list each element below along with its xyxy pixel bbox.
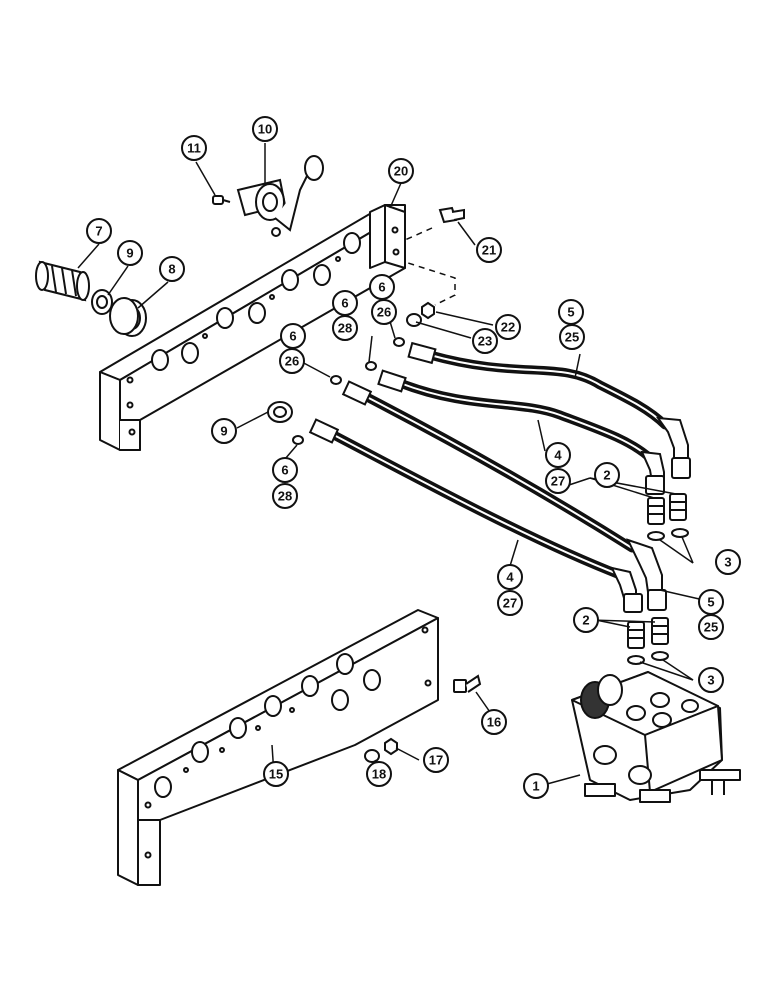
lower-bracket-holes bbox=[144, 626, 432, 859]
washer-lower bbox=[267, 401, 293, 423]
dashed-guide-line bbox=[404, 227, 456, 306]
callout-26-b: 26 bbox=[279, 348, 305, 374]
svg-text:16: 16 bbox=[487, 715, 501, 730]
callout-27-b: 27 bbox=[497, 590, 523, 616]
svg-text:9: 9 bbox=[126, 246, 133, 261]
nut-washer-lower bbox=[364, 737, 398, 763]
callout-27-a: 27 bbox=[545, 468, 571, 494]
coupler-body bbox=[35, 260, 90, 302]
svg-text:7: 7 bbox=[95, 224, 102, 239]
adaptors-lower bbox=[627, 617, 669, 665]
callout-23: 23 bbox=[472, 328, 498, 354]
callout-3-b: 3 bbox=[698, 667, 724, 693]
svg-text:10: 10 bbox=[258, 122, 272, 137]
svg-text:4: 4 bbox=[506, 570, 514, 585]
callout-7: 7 bbox=[86, 218, 112, 244]
svg-text:28: 28 bbox=[278, 489, 292, 504]
svg-text:6: 6 bbox=[378, 280, 385, 295]
callout-4-a: 4 bbox=[545, 442, 571, 468]
callout-2-b: 2 bbox=[573, 607, 599, 633]
small-seals bbox=[292, 337, 405, 445]
svg-text:17: 17 bbox=[429, 753, 443, 768]
svg-text:5: 5 bbox=[707, 595, 714, 610]
callout-3-a: 3 bbox=[715, 549, 741, 575]
callout-15: 15 bbox=[263, 761, 289, 787]
callout-6-b: 6 bbox=[332, 290, 358, 316]
callout-28-b: 28 bbox=[272, 483, 298, 509]
callout-18: 18 bbox=[366, 761, 392, 787]
svg-text:28: 28 bbox=[338, 321, 352, 336]
svg-text:18: 18 bbox=[372, 767, 386, 782]
upper-bracket bbox=[99, 204, 406, 451]
bolt-16 bbox=[453, 674, 482, 693]
svg-text:21: 21 bbox=[482, 243, 496, 258]
callout-10: 10 bbox=[252, 116, 278, 142]
callout-21: 21 bbox=[476, 237, 502, 263]
svg-text:25: 25 bbox=[565, 330, 579, 345]
callout-28-a: 28 bbox=[332, 315, 358, 341]
hose-elbow-fittings bbox=[610, 416, 691, 613]
control-valve bbox=[571, 671, 741, 803]
upper-bracket-holes bbox=[126, 226, 400, 436]
callout-26-a: 26 bbox=[371, 299, 397, 325]
callout-20: 20 bbox=[388, 158, 414, 184]
lower-bracket bbox=[117, 609, 439, 886]
svg-text:3: 3 bbox=[724, 555, 731, 570]
svg-text:25: 25 bbox=[704, 620, 718, 635]
svg-text:8: 8 bbox=[168, 262, 175, 277]
callout-6-a: 6 bbox=[369, 274, 395, 300]
svg-text:23: 23 bbox=[478, 334, 492, 349]
svg-text:2: 2 bbox=[603, 468, 610, 483]
callout-11: 11 bbox=[181, 135, 207, 161]
svg-text:6: 6 bbox=[341, 296, 348, 311]
svg-text:9: 9 bbox=[220, 424, 227, 439]
callout-17: 17 bbox=[423, 747, 449, 773]
hoses bbox=[325, 350, 670, 580]
callout-6-d: 6 bbox=[272, 457, 298, 483]
svg-text:2: 2 bbox=[582, 613, 589, 628]
svg-text:27: 27 bbox=[503, 596, 517, 611]
coupler-washer bbox=[91, 289, 113, 315]
coupler-ring bbox=[109, 297, 147, 337]
callouts: 11 10 20 7 9 8 21 6 26 6 28 22 23 5 25 6… bbox=[86, 116, 741, 799]
callout-25-a: 25 bbox=[559, 324, 585, 350]
svg-text:1: 1 bbox=[532, 779, 539, 794]
callout-5-a: 5 bbox=[558, 299, 584, 325]
bolt-21 bbox=[438, 206, 465, 224]
callout-6-c: 6 bbox=[280, 323, 306, 349]
callout-9-lower: 9 bbox=[211, 418, 237, 444]
screw-11 bbox=[212, 195, 231, 205]
svg-text:5: 5 bbox=[567, 305, 574, 320]
dust-cap bbox=[236, 155, 324, 237]
svg-text:26: 26 bbox=[377, 305, 391, 320]
callout-9-upper: 9 bbox=[117, 240, 143, 266]
adaptors-upper bbox=[647, 493, 689, 541]
svg-text:11: 11 bbox=[187, 141, 201, 156]
hose-left-fittings bbox=[308, 341, 437, 444]
svg-text:15: 15 bbox=[269, 767, 283, 782]
svg-text:27: 27 bbox=[551, 474, 565, 489]
callout-1: 1 bbox=[523, 773, 549, 799]
svg-text:20: 20 bbox=[394, 164, 408, 179]
callout-4-b: 4 bbox=[497, 564, 523, 590]
callout-25-b: 25 bbox=[698, 614, 724, 640]
callout-8: 8 bbox=[159, 256, 185, 282]
callout-22: 22 bbox=[495, 314, 521, 340]
svg-text:26: 26 bbox=[285, 354, 299, 369]
svg-text:6: 6 bbox=[289, 329, 296, 344]
callout-5-b: 5 bbox=[698, 589, 724, 615]
svg-text:6: 6 bbox=[281, 463, 288, 478]
callout-2-a: 2 bbox=[594, 462, 620, 488]
callout-16: 16 bbox=[481, 709, 507, 735]
svg-text:4: 4 bbox=[554, 448, 562, 463]
svg-text:3: 3 bbox=[707, 673, 714, 688]
svg-text:22: 22 bbox=[501, 320, 515, 335]
